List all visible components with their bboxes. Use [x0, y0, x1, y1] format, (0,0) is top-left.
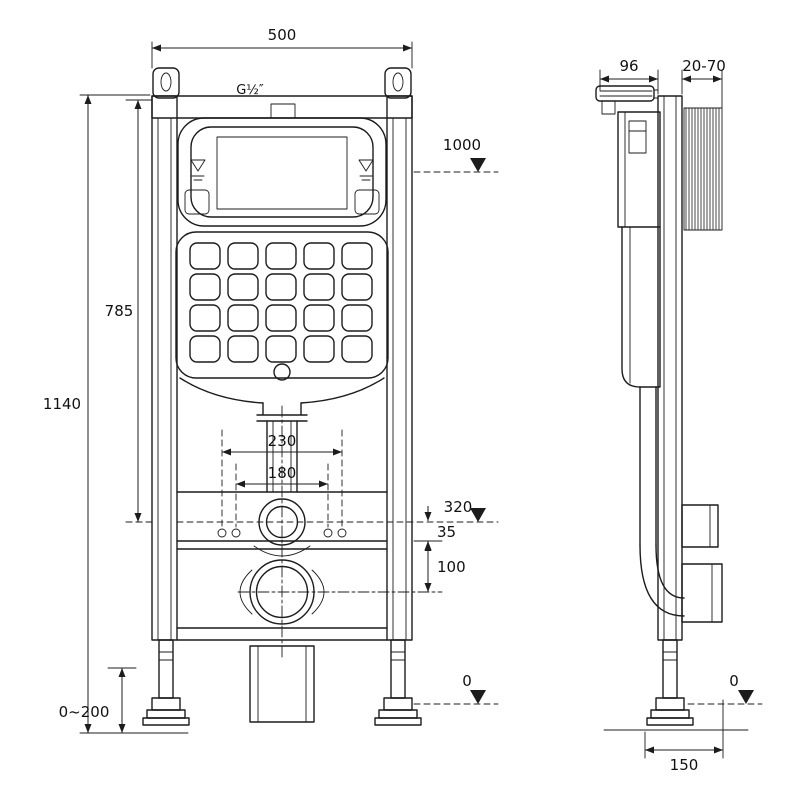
- side-foot: [646, 639, 694, 726]
- dim-180-label: 180: [268, 464, 297, 482]
- side-cistern: [617, 111, 661, 388]
- level-1000: 1000: [413, 136, 499, 173]
- inlet-thread-label: G½″: [236, 83, 264, 98]
- level-320: 320: [125, 498, 499, 523]
- flush-pipe: [179, 377, 385, 659]
- waste-duct: [249, 645, 315, 723]
- level-320-label: 320: [444, 498, 473, 516]
- dim-height-785: 785: [105, 99, 153, 523]
- waste-outlet: [237, 559, 443, 625]
- dim-height-1140: 1140: [43, 94, 189, 734]
- dim-96-label: 96: [619, 57, 638, 75]
- dim-500-label: 500: [268, 26, 297, 44]
- pan-fixing-dims: 230 180: [217, 429, 347, 538]
- wall-sleeve: [683, 107, 723, 231]
- side-rail: [657, 95, 683, 641]
- foot-right: [374, 639, 422, 726]
- dim-1140-label: 1140: [43, 395, 81, 413]
- water-level-symbol-right: [358, 159, 374, 181]
- cistern-tank: [177, 117, 387, 227]
- foot-range-label: 0~200: [59, 703, 110, 721]
- water-level-symbol-left: [190, 159, 206, 181]
- side-supply-stub: [681, 504, 719, 548]
- dim-150-label: 150: [670, 756, 699, 774]
- level-0-side-label: 0: [729, 672, 739, 690]
- dim-100-label: 100: [437, 558, 466, 576]
- access-panel: [175, 231, 389, 381]
- dim-foot-range: 0~200: [59, 667, 137, 734]
- dim-35-label: 35: [437, 523, 456, 541]
- dim-offset-100: 100: [424, 541, 466, 592]
- dim-230-label: 230: [268, 432, 297, 450]
- dim-width-500: 500: [151, 26, 413, 69]
- side-pipe-elbow: [639, 386, 685, 617]
- flush-actuator: [595, 85, 659, 115]
- level-0-side: 0: [603, 672, 763, 731]
- front-view: 500 G½″: [43, 26, 499, 734]
- level-0-front-label: 0: [462, 672, 472, 690]
- wall-mounting-tabs: [152, 67, 412, 99]
- side-waste-stub: [681, 563, 723, 623]
- side-view: 96 20-70: [595, 57, 763, 774]
- dim-785-label: 785: [105, 302, 134, 320]
- dim-20-70-label: 20-70: [682, 57, 726, 75]
- dim-depth-150: 150: [644, 699, 724, 774]
- level-1000-label: 1000: [443, 136, 481, 154]
- level-0-front: 0: [413, 672, 499, 705]
- water-inlet-fitting: G½″: [236, 83, 296, 119]
- dim-depth-top: 96 20-70: [599, 57, 726, 109]
- foot-left: [142, 639, 190, 726]
